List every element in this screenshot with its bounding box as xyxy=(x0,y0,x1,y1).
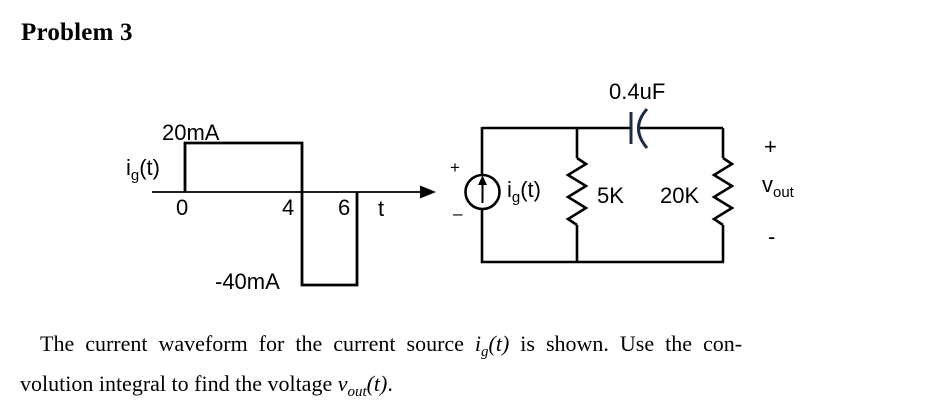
vout-plus-sign: + xyxy=(764,134,777,159)
y-label-base: i xyxy=(126,155,131,180)
resistor-5k-label: 5K xyxy=(597,183,624,208)
source-label-arg: (t) xyxy=(520,177,541,202)
capacitor-value-label: 0.4uF xyxy=(609,79,666,104)
inline-math-ig: ig(t) xyxy=(474,331,510,360)
page-title: Problem 3 xyxy=(21,19,133,46)
circuit-wires xyxy=(480,126,725,264)
waveform-high-level-label: 20mA xyxy=(162,120,220,145)
source-label-base: i xyxy=(507,177,512,202)
y-label-arg: (t) xyxy=(139,155,160,180)
waveform-y-axis-label: ig(t) xyxy=(126,155,160,184)
vout-label-base: v xyxy=(762,172,773,197)
inline-math-vout: vout(t) xyxy=(337,371,388,400)
waveform-low-level-label: -40mA xyxy=(215,269,280,294)
waveform-axis xyxy=(152,185,436,199)
tick-label-0: 0 xyxy=(176,195,189,220)
statement-text: . xyxy=(387,371,393,397)
statement-text: is shown. Use the con- xyxy=(509,331,743,356)
waveform-pulse-trace xyxy=(183,141,359,287)
statement-text: The current waveform for the current sou… xyxy=(40,331,475,356)
axis-arrow-icon xyxy=(420,185,436,199)
math-ig-base: i xyxy=(474,331,482,356)
source-label-sub: g xyxy=(511,189,521,207)
current-source-symbol xyxy=(464,173,501,211)
math-vout-sub: out xyxy=(347,384,367,401)
math-ig-sub: g xyxy=(481,344,489,361)
y-label-sub: g xyxy=(130,167,140,185)
tick-label-6: 6 xyxy=(338,195,351,220)
source-arrow-icon xyxy=(478,175,487,185)
vout-minus-sign: - xyxy=(768,224,776,249)
source-current-label: ig(t) xyxy=(507,177,541,206)
math-vout-arg: (t) xyxy=(366,371,388,397)
resistor-20k-zigzag xyxy=(711,156,735,227)
resistor-20k-label: 20K xyxy=(660,183,700,208)
time-axis-label: t xyxy=(378,196,385,221)
math-vout-base: v xyxy=(337,371,348,397)
resistor-5k-zigzag xyxy=(565,156,589,227)
statement-line-1: The current waveform for the current sou… xyxy=(20,328,934,368)
source-minus-sign: – xyxy=(453,204,463,223)
capacitor-symbol xyxy=(629,108,649,149)
vout-label-sub: out xyxy=(773,184,794,202)
vout-label: vout xyxy=(762,172,794,201)
tick-label-4: 4 xyxy=(282,195,295,220)
math-ig-arg: (t) xyxy=(488,331,510,356)
statement-text: volution integral to find the voltage xyxy=(20,371,338,397)
problem-statement: The current waveform for the current sou… xyxy=(20,328,934,408)
source-plus-sign: + xyxy=(450,158,460,177)
statement-line-2: volution integral to find the voltage vo… xyxy=(20,368,934,408)
